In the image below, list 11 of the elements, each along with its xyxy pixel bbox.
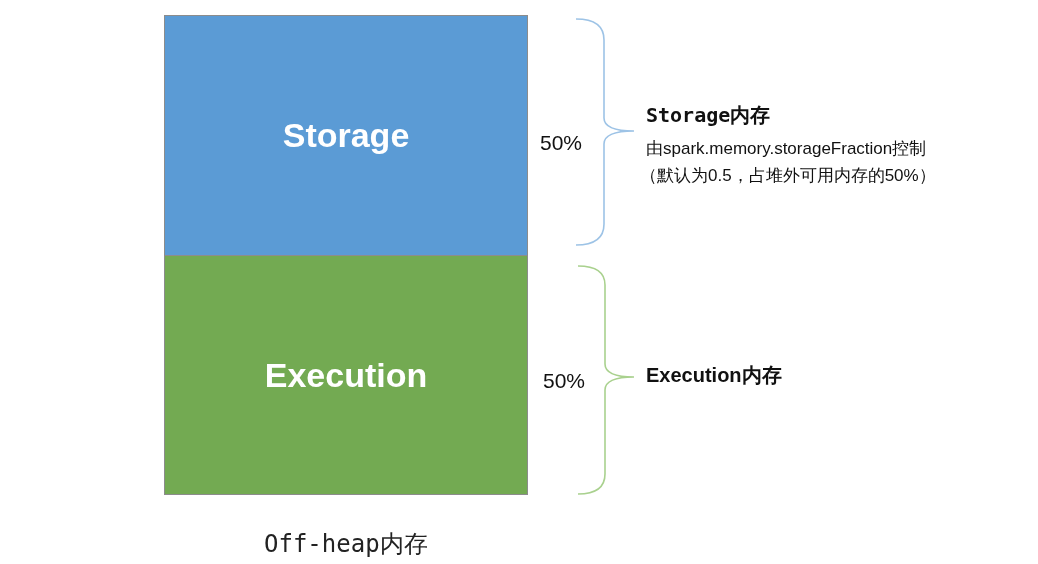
percentage-label: 50% bbox=[543, 369, 586, 393]
annotation-text: 由spark.memory.storageFraction控制 bbox=[646, 138, 927, 160]
annotation-title: Storage内存 bbox=[646, 102, 771, 129]
block-label: Storage bbox=[282, 116, 410, 155]
memory-block bbox=[164, 255, 528, 495]
percentage-label: 50% bbox=[540, 131, 583, 155]
annotation-title: Execution内存 bbox=[646, 363, 782, 388]
annotation-text: （默认为0.5，占堆外可用内存的50%） bbox=[640, 165, 936, 187]
block-label: Execution bbox=[264, 355, 428, 395]
memory-block bbox=[164, 15, 528, 256]
caption: Off-heap内存 bbox=[264, 529, 428, 560]
